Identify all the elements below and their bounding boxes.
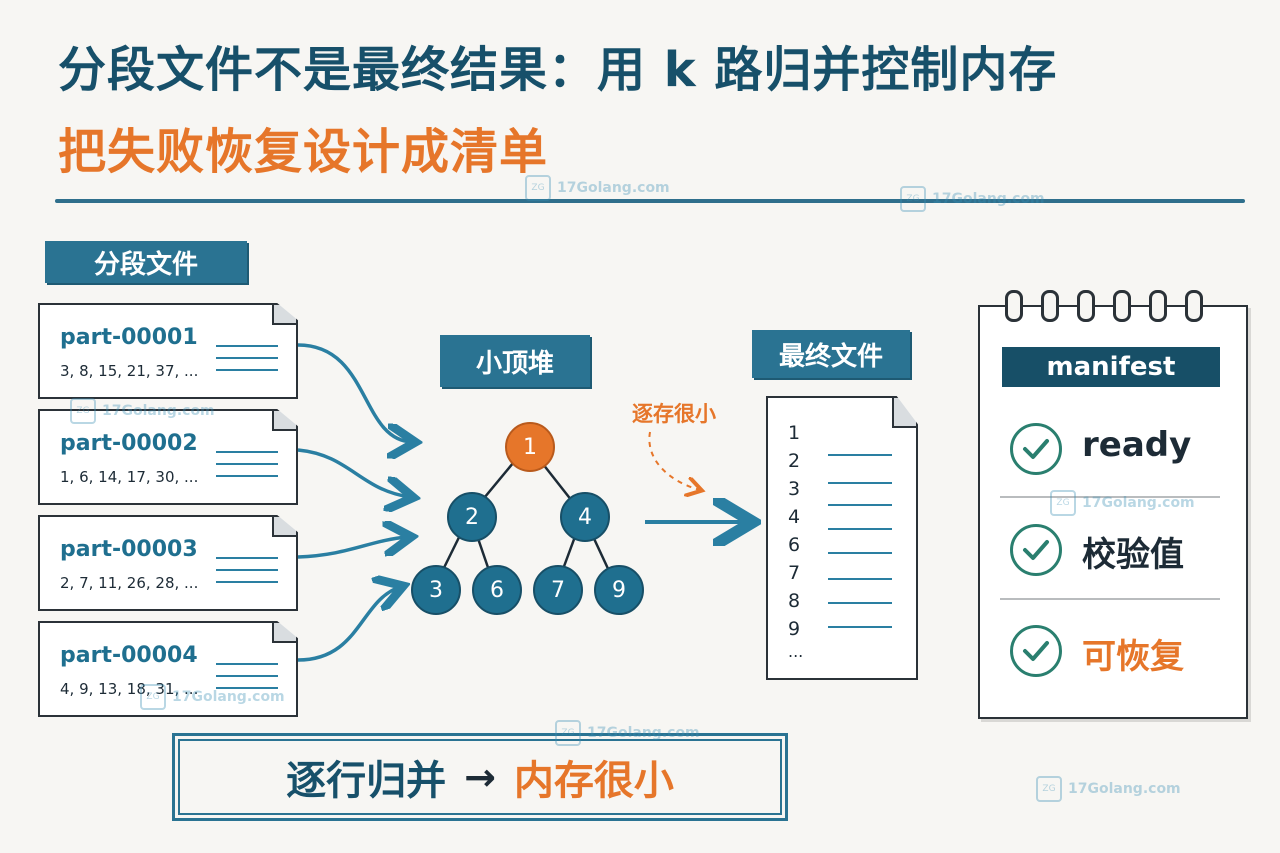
- final-row: 9: [788, 618, 801, 640]
- title-divider: [55, 199, 1245, 203]
- heap-node-root: 1: [505, 422, 555, 472]
- part-file: part-00002 1, 6, 14, 17, 30, ...: [38, 409, 298, 505]
- final-row: 7: [788, 562, 801, 584]
- part-name: part-00001: [60, 325, 198, 350]
- final-row: 2: [788, 450, 801, 472]
- page-subtitle: 把失败恢复设计成清单: [58, 124, 549, 180]
- text-lines-icon: [216, 557, 278, 593]
- manifest-item-recoverable: 可恢复: [1082, 637, 1184, 677]
- final-file-label: 最终文件: [752, 330, 910, 378]
- text-lines-icon: [216, 345, 278, 381]
- merge-arrow-2: [297, 448, 410, 497]
- heap-node: 4: [560, 492, 610, 542]
- manifest-item-checksum: 校验值: [1082, 535, 1184, 575]
- page-title: 分段文件不是最终结果：用 k 路归并控制内存: [58, 42, 1058, 98]
- binder-ring-icon: [1077, 290, 1095, 322]
- part-name: part-00002: [60, 431, 198, 456]
- part-name: part-00004: [60, 643, 198, 668]
- heap-node: 2: [447, 492, 497, 542]
- heap-node: 9: [594, 565, 644, 615]
- manifest-divider: [1000, 496, 1220, 498]
- final-row: ...: [788, 642, 804, 661]
- binder-ring-icon: [1149, 290, 1167, 322]
- heap-label: 小顶堆: [440, 335, 590, 387]
- binder-ring-icon: [1041, 290, 1059, 322]
- final-row: 8: [788, 590, 801, 612]
- part-file: part-00003 2, 7, 11, 26, 28, ...: [38, 515, 298, 611]
- final-row: 4: [788, 506, 801, 528]
- summary-right: 内存很小: [513, 758, 674, 804]
- summary-left: 逐行归并: [286, 758, 447, 804]
- final-row: 6: [788, 534, 801, 556]
- arrow-right-icon: →: [464, 755, 496, 799]
- text-lines-icon: [216, 663, 278, 699]
- part-values: 3, 8, 15, 21, 37, ...: [60, 362, 199, 380]
- binder-ring-icon: [1113, 290, 1131, 322]
- part-file: part-00001 3, 8, 15, 21, 37, ...: [38, 303, 298, 399]
- manifest-item-ready: ready: [1082, 425, 1192, 465]
- heap-node: 3: [411, 565, 461, 615]
- check-icon: [1010, 625, 1062, 677]
- final-file: 1 2 3 4 6 7 8 9 ...: [766, 396, 918, 680]
- merge-arrow-4: [297, 587, 400, 662]
- part-values: 2, 7, 11, 26, 28, ...: [60, 574, 199, 592]
- part-file: part-00004 4, 9, 13, 18, 31, ...: [38, 621, 298, 717]
- final-row: 3: [788, 478, 801, 500]
- part-values: 4, 9, 13, 18, 31, ...: [60, 680, 199, 698]
- check-icon: [1010, 524, 1062, 576]
- binder-ring-icon: [1185, 290, 1203, 322]
- check-icon: [1010, 423, 1062, 475]
- text-lines-icon: [216, 451, 278, 487]
- summary-box: 逐行归并 → 内存很小: [172, 733, 788, 821]
- part-values: 1, 6, 14, 17, 30, ...: [60, 468, 199, 486]
- merge-arrow-1: [297, 343, 412, 442]
- manifest-divider: [1000, 598, 1220, 600]
- part-name: part-00003: [60, 537, 198, 562]
- heap-node: 7: [533, 565, 583, 615]
- note-arrow: [648, 431, 700, 490]
- segments-label: 分段文件: [45, 241, 247, 283]
- heap-node: 6: [472, 565, 522, 615]
- binder-ring-icon: [1005, 290, 1023, 322]
- final-row: 1: [788, 422, 801, 444]
- manifest-title: manifest: [1002, 347, 1220, 387]
- merge-arrow-3: [297, 537, 408, 559]
- memory-note: 逐存很小: [632, 402, 716, 426]
